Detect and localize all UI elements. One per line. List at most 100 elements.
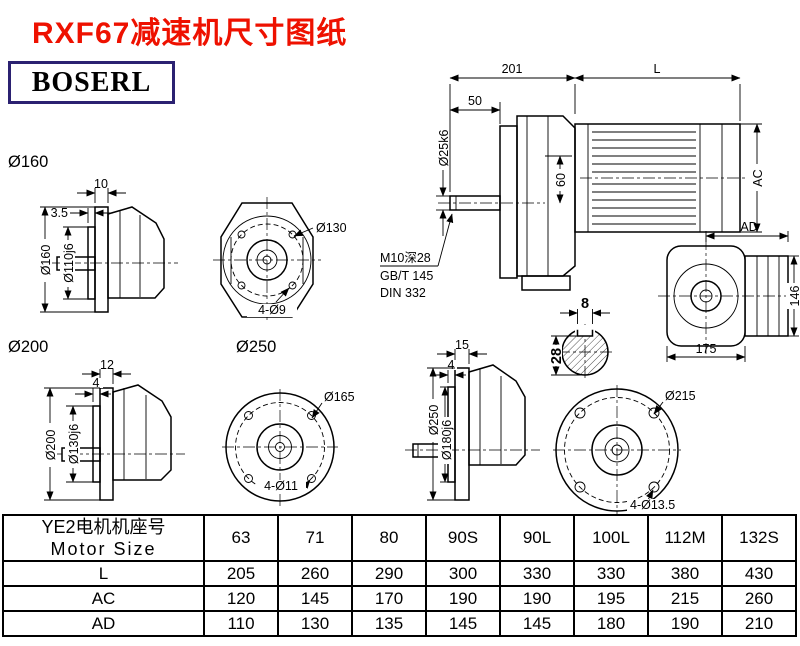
- dim-label-key-width: 8: [581, 296, 589, 312]
- dim-label-ad: AD: [740, 220, 757, 234]
- row-label: AD: [2, 610, 205, 638]
- bolt-hole: [574, 481, 586, 493]
- note-thread: M10深28: [380, 251, 431, 265]
- size-column-header: 63: [203, 513, 279, 563]
- table-cell: 380: [647, 560, 723, 588]
- table-row-l: L 205 260 290 300 330 330 380 430: [2, 560, 797, 588]
- table-cell: 290: [351, 560, 427, 588]
- dim-label-201: 201: [502, 62, 523, 76]
- motor-size-header-en: Motor Size: [50, 538, 157, 559]
- table-cell: 260: [721, 585, 797, 613]
- bolt-hole: [237, 281, 246, 290]
- dim-label-holes-11: 4-Ø11: [264, 479, 298, 493]
- dim-label-spigot-180: Ø180j6: [440, 420, 454, 460]
- dim-label-4a: 4: [93, 376, 100, 390]
- table-cell: 330: [573, 560, 649, 588]
- table-row-ad: AD 110 130 135 145 145 180 190 210: [2, 610, 797, 638]
- flange160-front-view: Ø130 4-Ø9: [213, 197, 347, 323]
- bolt-hole: [648, 481, 660, 493]
- table-cell: 205: [203, 560, 279, 588]
- table-cell: 330: [499, 560, 575, 588]
- row-label: L: [2, 560, 205, 588]
- table-cell: 145: [277, 585, 353, 613]
- size-column-header: 90L: [499, 513, 575, 563]
- dimension-table: YE2电机机座号 Motor Size 63 71 80 90S 90L 100…: [2, 513, 797, 638]
- table-cell: 145: [425, 610, 501, 638]
- dim-label-4b: 4: [448, 358, 455, 372]
- dim-label-bc-130: Ø130: [316, 221, 347, 235]
- flange160-side-view: Ø160 10 3.5 Ø160 Ø110j6: [8, 153, 178, 313]
- dim-label-od-200: Ø200: [44, 430, 58, 461]
- dim-label-15: 15: [455, 338, 469, 352]
- technical-drawing: 201 L 50 Ø25k6 60 AC AD: [8, 62, 800, 514]
- table-header-row: YE2电机机座号 Motor Size 63 71 80 90S 90L 100…: [2, 513, 797, 563]
- dim-label-bc-165: Ø165: [324, 390, 355, 404]
- dim-label-shaft-dia: Ø25k6: [437, 130, 451, 167]
- flange-plate-160: [94, 206, 109, 313]
- dim-label-50: 50: [468, 94, 482, 108]
- flange200-front-view: Ø165 4-Ø11: [222, 389, 355, 507]
- dim-label-146: 146: [788, 286, 800, 307]
- table-cell: 260: [277, 560, 353, 588]
- flange-plate-250: [454, 367, 470, 501]
- size-column-header: 71: [277, 513, 353, 563]
- bolt-hole: [244, 411, 253, 420]
- series-label-160: Ø160: [8, 153, 48, 171]
- table-cell: 120: [203, 585, 279, 613]
- series-label-250: Ø250: [236, 338, 276, 356]
- size-column-header: 132S: [721, 513, 797, 563]
- series-label-200: Ø200: [8, 338, 48, 356]
- table-cell: 180: [573, 610, 649, 638]
- gearbox-housing: [516, 115, 576, 277]
- shaft-200: [61, 447, 101, 462]
- bolt-hole: [288, 281, 297, 290]
- flange-plate-200: [99, 387, 114, 501]
- motor-size-header: YE2电机机座号 Motor Size: [2, 513, 205, 563]
- size-column-header: 90S: [425, 513, 501, 563]
- flange250-front-view: Ø215 4-Ø13.5: [553, 385, 696, 514]
- brand-text: BOSERL: [31, 66, 152, 98]
- size-column-header: 112M: [647, 513, 723, 563]
- page-title: RXF67减速机尺寸图纸: [32, 17, 348, 50]
- main-assembly-view: 201 L 50 Ø25k6 60 AC: [436, 62, 765, 291]
- bolt-hole: [244, 474, 253, 483]
- keyway-notch: [576, 329, 594, 337]
- dim-label-motor-length: L: [654, 62, 661, 76]
- housing-250: [468, 364, 526, 466]
- dim-label-bc-215: Ø215: [665, 389, 696, 403]
- size-column-header: 80: [351, 513, 427, 563]
- gearbox-flange: [499, 125, 518, 279]
- motor-fins: [592, 131, 696, 225]
- table-cell: 195: [573, 585, 649, 613]
- dim-label-12: 12: [100, 358, 114, 372]
- dim-label-175: 175: [696, 342, 717, 356]
- dim-label-holes-13-5: 4-Ø13.5: [630, 498, 675, 512]
- table-cell: 215: [647, 585, 723, 613]
- flange-circle-200: [225, 392, 335, 502]
- table-cell: 190: [425, 585, 501, 613]
- bolt-hole: [574, 407, 586, 419]
- flange250-side-view: Ø250 15 4 Ø250 Ø180j6: [236, 338, 540, 501]
- note-standard-gb: GB/T 145: [380, 269, 433, 283]
- table-cell: 430: [721, 560, 797, 588]
- housing-160: [107, 206, 165, 299]
- motor-end-view: AD 146 175: [658, 220, 800, 362]
- dim-label-60: 60: [554, 173, 568, 187]
- motor-body: [574, 123, 741, 233]
- shaft-160: [56, 256, 96, 271]
- notes-block: M10深28 GB/T 145 DIN 332: [380, 213, 454, 300]
- table-cell: 170: [351, 585, 427, 613]
- bolt-hole: [237, 230, 246, 239]
- brand-logo: BOSERL: [8, 61, 175, 104]
- flange200-side-view: Ø200 12 4 Ø200 Ø130j6: [8, 338, 185, 501]
- table-row-ac: AC 120 145 170 190 190 195 215 260: [2, 585, 797, 613]
- spigot-200: [92, 405, 101, 483]
- dim-label-key-depth: 28: [549, 348, 565, 364]
- dim-label-10: 10: [94, 177, 108, 191]
- bolt-hole: [307, 474, 316, 483]
- table-cell: 110: [203, 610, 279, 638]
- dim-label-spigot-130: Ø130j6: [67, 424, 81, 464]
- table-cell: 210: [721, 610, 797, 638]
- dim-label-spigot-110: Ø110j6: [62, 243, 76, 282]
- dim-label-od-160: Ø160: [39, 245, 53, 276]
